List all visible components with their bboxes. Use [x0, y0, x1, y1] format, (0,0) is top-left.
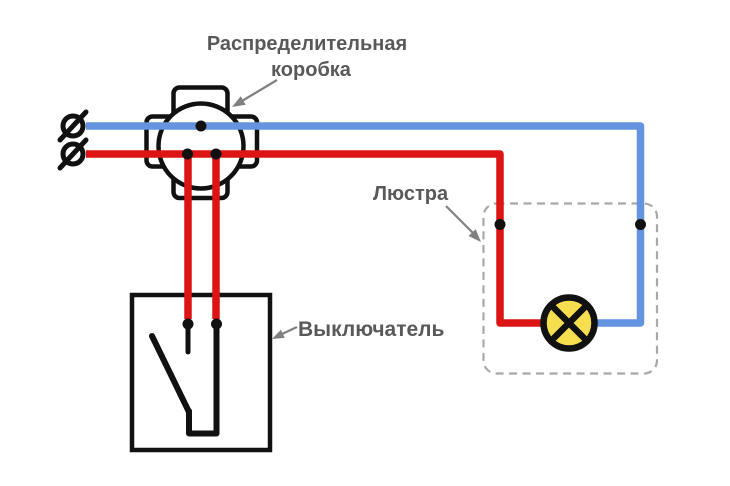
switch-arrow-line	[280, 326, 298, 336]
switch-terminal-left	[182, 318, 194, 330]
lamp-cross-line	[547, 301, 591, 345]
chandelier-dot-phase	[494, 219, 506, 230]
switch-terminal-right	[211, 318, 222, 330]
switch-box	[129, 292, 273, 453]
pointer-arrows	[241, 79, 474, 336]
chandelier-label: Люстра	[373, 183, 449, 205]
switch-label: Выключатель	[298, 318, 445, 341]
chandelier-box	[482, 202, 659, 375]
junction-box-body	[156, 101, 246, 191]
switch-symbol	[149, 323, 220, 437]
junction-box-arrow-line	[241, 79, 278, 102]
junction-dot-neutral	[195, 120, 207, 132]
terminal-slash	[57, 137, 89, 171]
switch-terminals	[182, 318, 222, 330]
junction-box-label-line1: Распределительная	[207, 33, 407, 55]
lamp-icon	[540, 294, 598, 352]
terminal-neutral-icon	[57, 109, 89, 143]
terminal-circle	[60, 141, 86, 167]
junction-box-arrowhead	[232, 96, 246, 107]
switch-lever	[149, 333, 192, 415]
junction-dot-phase-2	[210, 148, 222, 160]
terminal-circle	[60, 113, 86, 139]
terminal-slash	[57, 109, 89, 143]
switch-arrowhead	[272, 329, 285, 339]
chandelier-arrowhead	[468, 229, 481, 242]
junction-dot-phase-1	[182, 148, 193, 160]
pointer-arrowheads	[232, 96, 481, 339]
chandelier-dot-neutral	[635, 219, 646, 230]
terminal-phase-icon	[57, 137, 89, 171]
junction-connection-dots	[182, 120, 646, 230]
labels: Распределительная коробка Люстра Выключа…	[207, 33, 449, 341]
chandelier-arrow-line	[445, 205, 474, 234]
junction-box-label-line2: коробка	[271, 59, 352, 81]
phase-wire	[86, 150, 570, 327]
switch-contact-path	[186, 324, 220, 437]
